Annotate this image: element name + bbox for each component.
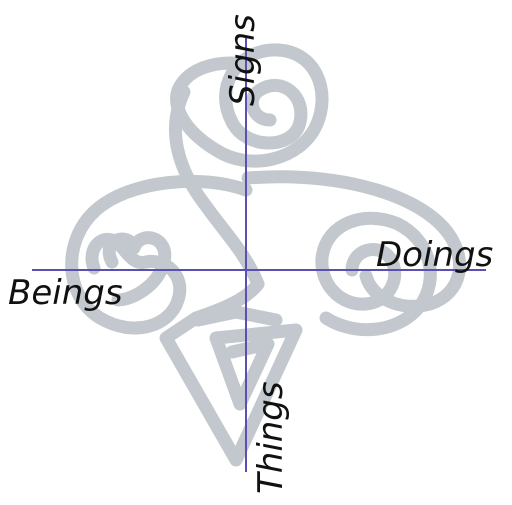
label-bottom: Things [251,381,291,494]
emblem-bottom-inner [198,312,276,320]
label-top: Signs [223,14,263,106]
label-left: Beings [8,273,123,313]
label-right: Doings [376,235,493,275]
